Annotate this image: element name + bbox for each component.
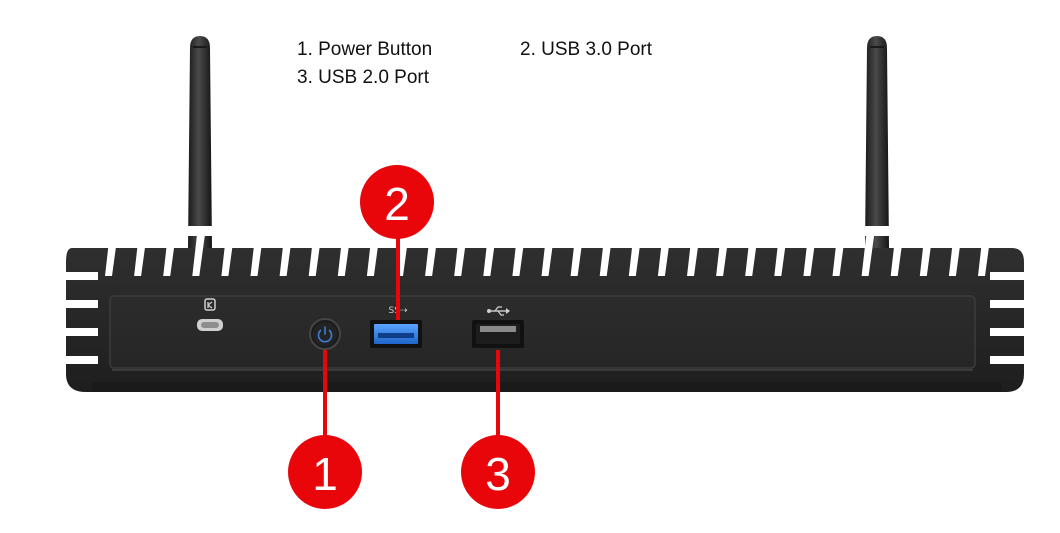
- usb2-port[interactable]: [472, 320, 524, 348]
- fin-gap: [454, 232, 468, 276]
- callout-number-3: 3: [485, 448, 511, 500]
- fin-gap: [250, 232, 264, 276]
- kensington-lock-icon: [204, 298, 216, 311]
- fin-gap: [716, 232, 730, 276]
- callout-number-1: 1: [312, 448, 338, 500]
- fin-gap: [221, 232, 235, 276]
- front-panel: [109, 295, 976, 371]
- fin-gap: [483, 232, 497, 276]
- fin-gap: [366, 232, 380, 276]
- fin-gap: [978, 232, 991, 276]
- fin-gap: [512, 232, 526, 276]
- fin-gap: [163, 232, 177, 276]
- legend-item-usb2-port: 3. USB 2.0 Port: [297, 67, 430, 88]
- fin-gap: [599, 232, 613, 276]
- fin-gap: [687, 232, 700, 276]
- legend-item-usb3-port: 2. USB 3.0 Port: [520, 39, 653, 60]
- fin-gap: [919, 232, 933, 276]
- fin-gap: [337, 232, 351, 276]
- callout-marker-3: 3: [461, 435, 535, 509]
- kensington-lock-slot: [197, 319, 223, 331]
- fin-gap: [541, 232, 555, 276]
- fin-gap: [803, 232, 817, 276]
- callout-marker-2: 2: [360, 165, 434, 239]
- legend-item-power-button: 1. Power Button: [297, 39, 433, 60]
- fin-gap: [192, 232, 206, 276]
- fin-gap: [657, 232, 671, 276]
- fin-gap: [890, 232, 904, 276]
- fin-top-clearance: [60, 226, 1030, 236]
- fin-gap: [425, 232, 439, 276]
- usb3-port[interactable]: [370, 320, 422, 348]
- fin-gap: [570, 232, 584, 276]
- power-icon: [317, 326, 333, 343]
- side-grooves: [62, 272, 1028, 364]
- heat-sink-fins: [60, 226, 1030, 276]
- fin-gap: [832, 232, 846, 276]
- fin-gap: [134, 232, 148, 276]
- fin-gap: [745, 232, 759, 276]
- callout-number-2: 2: [384, 178, 410, 230]
- fin-gap: [105, 232, 118, 276]
- fin-gap: [774, 232, 788, 276]
- fin-gap: [279, 232, 293, 276]
- usb-icon: [487, 306, 510, 316]
- callout-marker-1: 1: [288, 435, 362, 509]
- power-button[interactable]: [309, 318, 341, 350]
- right-antenna: [865, 36, 889, 248]
- fin-gap: [861, 232, 875, 276]
- fin-gap: [308, 232, 322, 276]
- fin-gap: [948, 232, 962, 276]
- left-antenna: [188, 36, 212, 248]
- fin-gap: [628, 232, 642, 276]
